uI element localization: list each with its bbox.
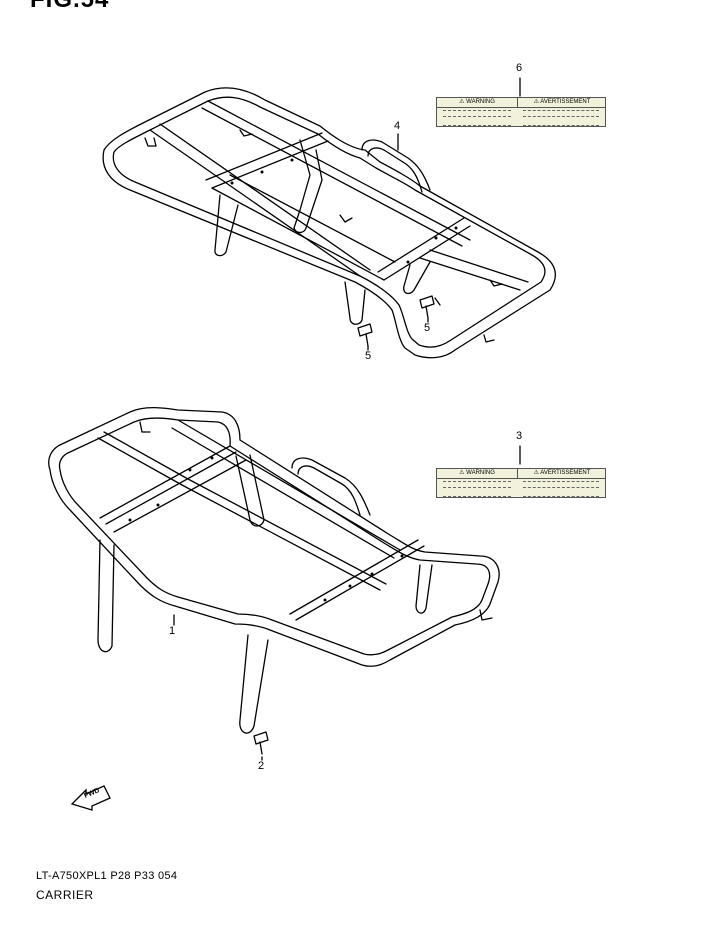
callout-5-lower: 5 [365,350,372,362]
avertissement-header: ⚠ AVERTISSEMENT [517,469,606,479]
front-carrier-frame [102,87,556,359]
bolt-5-a [419,295,435,319]
rear-carrier-frame [48,406,500,734]
warning-label-3: ⚠ WARNING ⚠ AVERTISSEMENT [436,468,606,498]
callout-3: 3 [516,430,523,442]
figure-title: FIG.54 [30,0,109,14]
callout-6: 6 [516,62,523,74]
diagram-name: CARRIER [36,888,94,902]
bolt-2 [253,731,269,755]
callout-5-upper: 5 [424,322,431,334]
diagram-code: LT-A750XPL1 P28 P33 054 [36,870,178,882]
warning-header: ⚠ WARNING [437,469,517,479]
bolt-5-b [357,323,373,347]
avertissement-header: ⚠ AVERTISSEMENT [517,98,606,108]
warning-label-6: ⚠ WARNING ⚠ AVERTISSEMENT [436,97,606,127]
callout-1: 1 [169,625,176,637]
callout-2: 2 [258,760,265,772]
warning-header: ⚠ WARNING [437,98,517,108]
callout-4: 4 [394,120,401,132]
fwd-arrow-icon [70,785,111,811]
